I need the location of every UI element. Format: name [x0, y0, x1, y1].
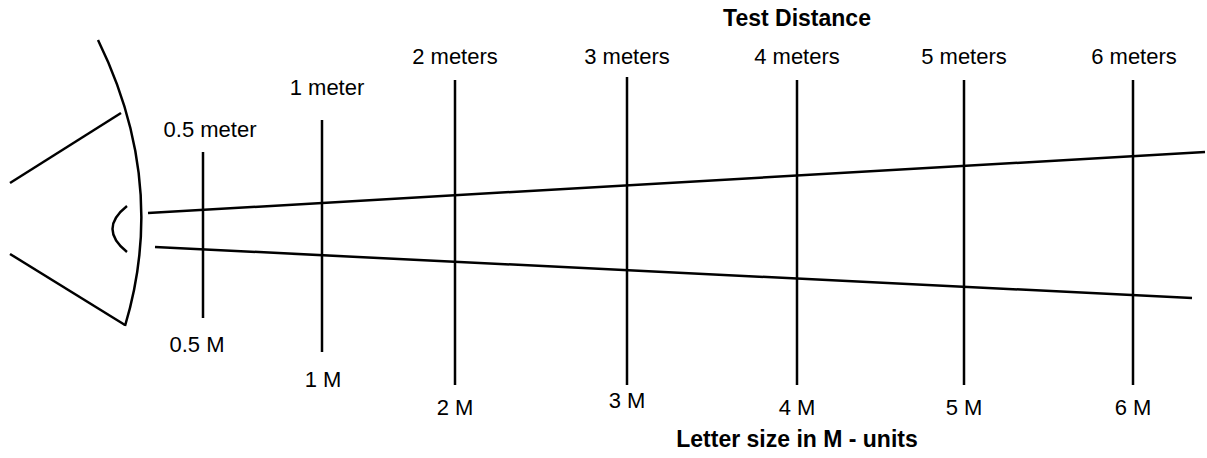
distance-label: 0.5 meter	[162, 117, 259, 142]
distance-label: 1 meter	[288, 75, 367, 100]
diagram-caption: Letter size in M - units	[674, 426, 920, 452]
distance-line	[963, 80, 966, 385]
distance-label: 6 meters	[1089, 44, 1179, 69]
distance-label: 2 meters	[410, 44, 500, 69]
distance-label: 3 meters	[582, 44, 672, 69]
distance-label: 4 meters	[752, 44, 842, 69]
upper-eyelid	[10, 113, 121, 183]
letter-size-label: 0.5 M	[167, 332, 226, 357]
distance-line	[1132, 80, 1135, 385]
letter-size-label: 4 M	[777, 395, 818, 420]
lens-shape	[113, 206, 128, 252]
distance-label: 5 meters	[919, 44, 1009, 69]
letter-size-label: 1 M	[303, 367, 344, 392]
cornea-arc	[98, 40, 141, 326]
letter-size-label: 2 M	[435, 395, 476, 420]
letter-size-label: 5 M	[944, 395, 985, 420]
visual-angle-line	[148, 152, 1205, 213]
letter-size-label: 3 M	[607, 388, 648, 413]
diagram-title: Test Distance	[721, 5, 873, 31]
distance-line	[454, 80, 457, 385]
distance-line	[321, 120, 324, 352]
letter-size-label: 6 M	[1113, 395, 1154, 420]
visual-angle-line	[155, 247, 1192, 298]
distance-line	[202, 152, 205, 318]
distance-line	[626, 77, 629, 385]
distance-line	[796, 80, 799, 385]
lower-eyelid	[10, 254, 125, 325]
